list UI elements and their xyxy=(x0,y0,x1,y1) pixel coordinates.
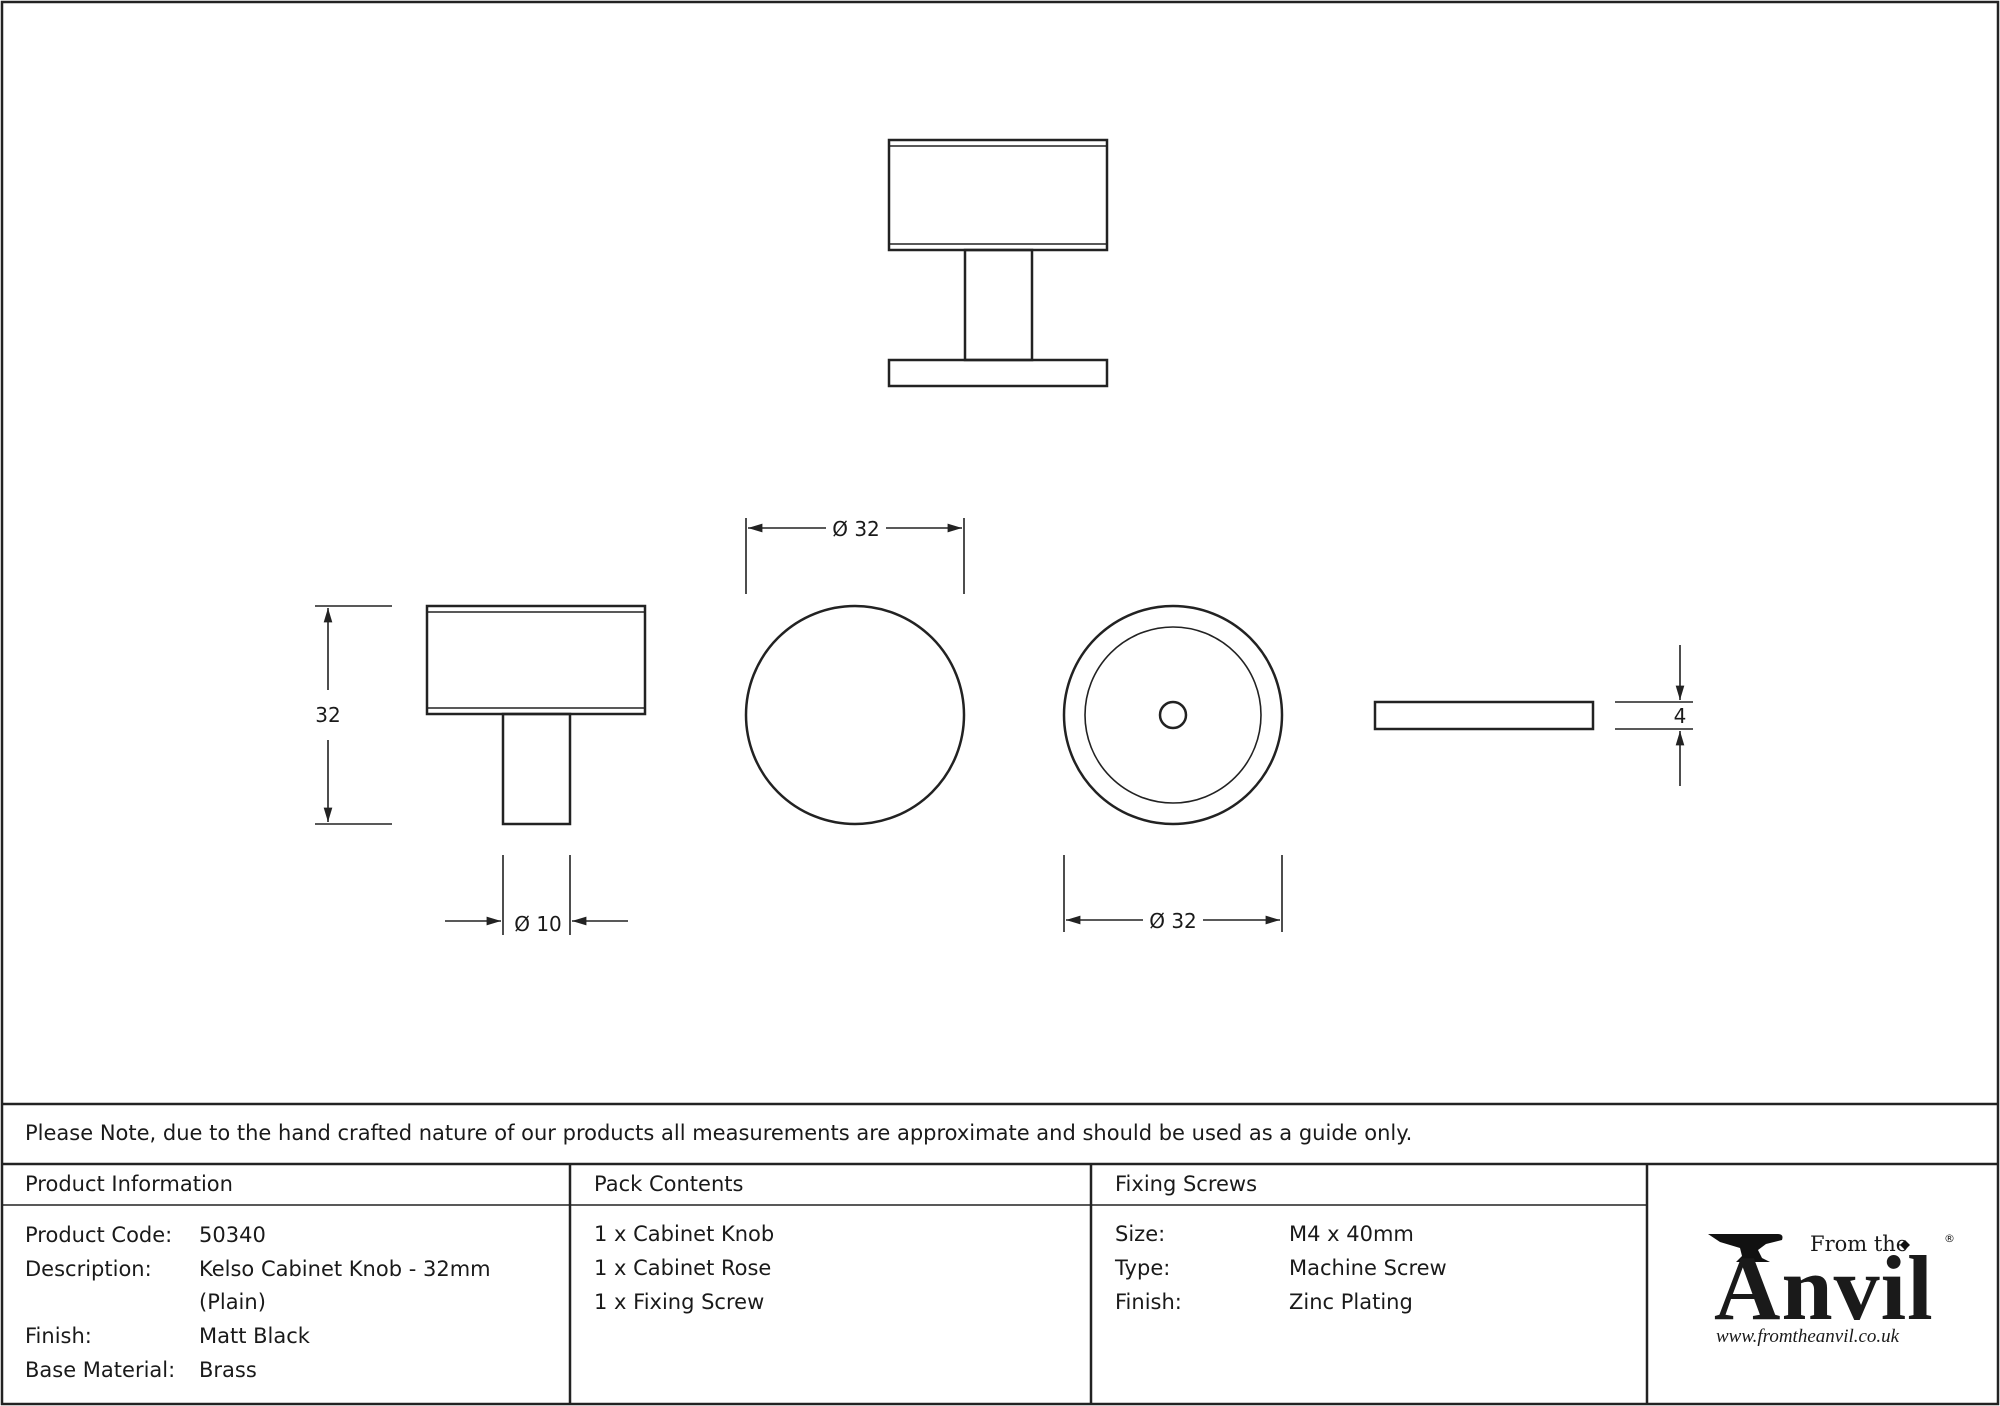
face-diameter-dimension: Ø 32 xyxy=(745,517,965,594)
pack-contents-heading: Pack Contents xyxy=(594,1172,744,1196)
product-info-heading: Product Information xyxy=(25,1172,233,1196)
finish-label: Finish: xyxy=(25,1324,92,1348)
shank-diameter-label: Ø 10 xyxy=(514,912,562,936)
screw-size-label: Size: xyxy=(1115,1222,1166,1246)
pack-item: 1 x Cabinet Rose xyxy=(594,1256,772,1280)
screw-finish-label: Finish: xyxy=(1115,1290,1182,1314)
pack-item: 1 x Cabinet Knob xyxy=(594,1222,775,1246)
rose-side-view xyxy=(1373,700,1595,731)
rose-diameter-label: Ø 32 xyxy=(1149,909,1197,933)
base-material-label: Base Material: xyxy=(25,1358,176,1382)
rose-thickness-label: 4 xyxy=(1674,704,1687,728)
rose-view xyxy=(1062,604,1284,826)
height-dimension-label: 32 xyxy=(315,703,340,727)
from-the-anvil-logo: From the ® Anvil www.fromtheanvil.co.uk xyxy=(1700,1220,1960,1350)
logo-anvil-wordmark: Anvil xyxy=(1714,1237,1934,1339)
face-diameter-label: Ø 32 xyxy=(832,517,880,541)
rose-diameter-dimension: Ø 32 xyxy=(1063,855,1283,933)
top-view-knob xyxy=(887,138,1109,388)
description-value-continued: (Plain) xyxy=(199,1290,266,1314)
diamond-icon xyxy=(1900,1240,1910,1250)
base-material-value: Brass xyxy=(199,1358,257,1382)
description-value: Kelso Cabinet Knob - 32mm xyxy=(199,1257,491,1281)
height-dimension: 32 xyxy=(315,605,392,825)
screw-type-value: Machine Screw xyxy=(1289,1256,1447,1280)
rose-thickness-dimension: 4 xyxy=(1615,645,1693,786)
shank-diameter-dimension: Ø 10 xyxy=(445,855,628,936)
screw-size-value: M4 x 40mm xyxy=(1289,1222,1414,1246)
product-code-value: 50340 xyxy=(199,1223,266,1247)
knob-face-view xyxy=(744,604,966,826)
registered-mark: ® xyxy=(1944,1232,1955,1245)
pack-item: 1 x Fixing Screw xyxy=(594,1290,765,1314)
screw-type-label: Type: xyxy=(1115,1256,1171,1280)
fixing-screws-heading: Fixing Screws xyxy=(1115,1172,1258,1196)
measurement-note: Please Note, due to the hand crafted nat… xyxy=(25,1121,1413,1145)
finish-value: Matt Black xyxy=(199,1324,310,1348)
logo-from-the-text: From the xyxy=(1810,1232,1909,1256)
logo-website-url: www.fromtheanvil.co.uk xyxy=(1716,1326,1900,1347)
description-label: Description: xyxy=(25,1257,152,1281)
side-view-knob xyxy=(425,604,647,826)
screw-finish-value: Zinc Plating xyxy=(1289,1290,1413,1314)
anvil-silhouette-icon xyxy=(1708,1234,1783,1262)
product-code-label: Product Code: xyxy=(25,1223,173,1247)
